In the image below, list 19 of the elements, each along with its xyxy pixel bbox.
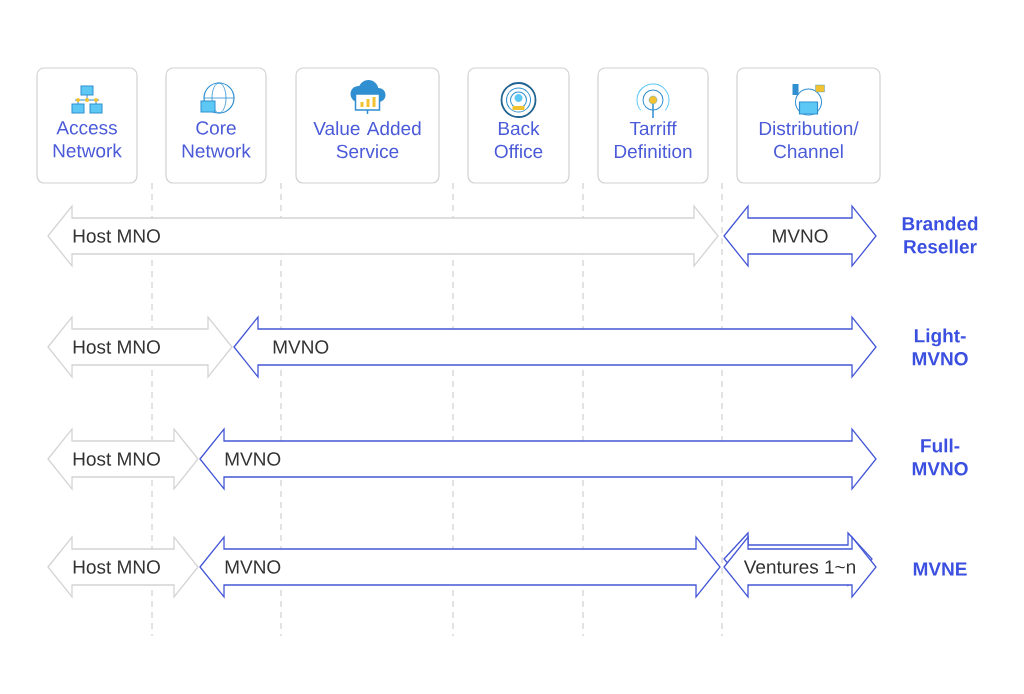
header-box: Core Network <box>165 67 267 184</box>
header-box: Tarriff Definition <box>597 67 709 184</box>
scope-band: MVNO <box>199 427 877 491</box>
header-box: Value Added Service <box>295 67 440 184</box>
row-label: Full- MVNO <box>912 438 968 476</box>
scope-band: Ventures 1~n <box>723 531 877 599</box>
row-label: MVNE <box>913 562 967 576</box>
row-label: Light- MVNO <box>912 328 968 366</box>
scope-band: Host MNO <box>47 427 199 491</box>
header-box: Back Office <box>467 67 570 184</box>
scope-band: MVNO <box>199 535 721 599</box>
scope-band: Host MNO <box>47 204 719 268</box>
scope-band: MVNO <box>723 204 877 268</box>
scope-band: Host MNO <box>47 315 233 379</box>
row-label: Branded Reseller <box>902 216 978 254</box>
header-box: Distribution/ Channel <box>736 67 881 184</box>
header-box: Access Network <box>36 67 138 184</box>
scope-band: MVNO <box>233 315 877 379</box>
scope-band: Host MNO <box>47 535 199 599</box>
